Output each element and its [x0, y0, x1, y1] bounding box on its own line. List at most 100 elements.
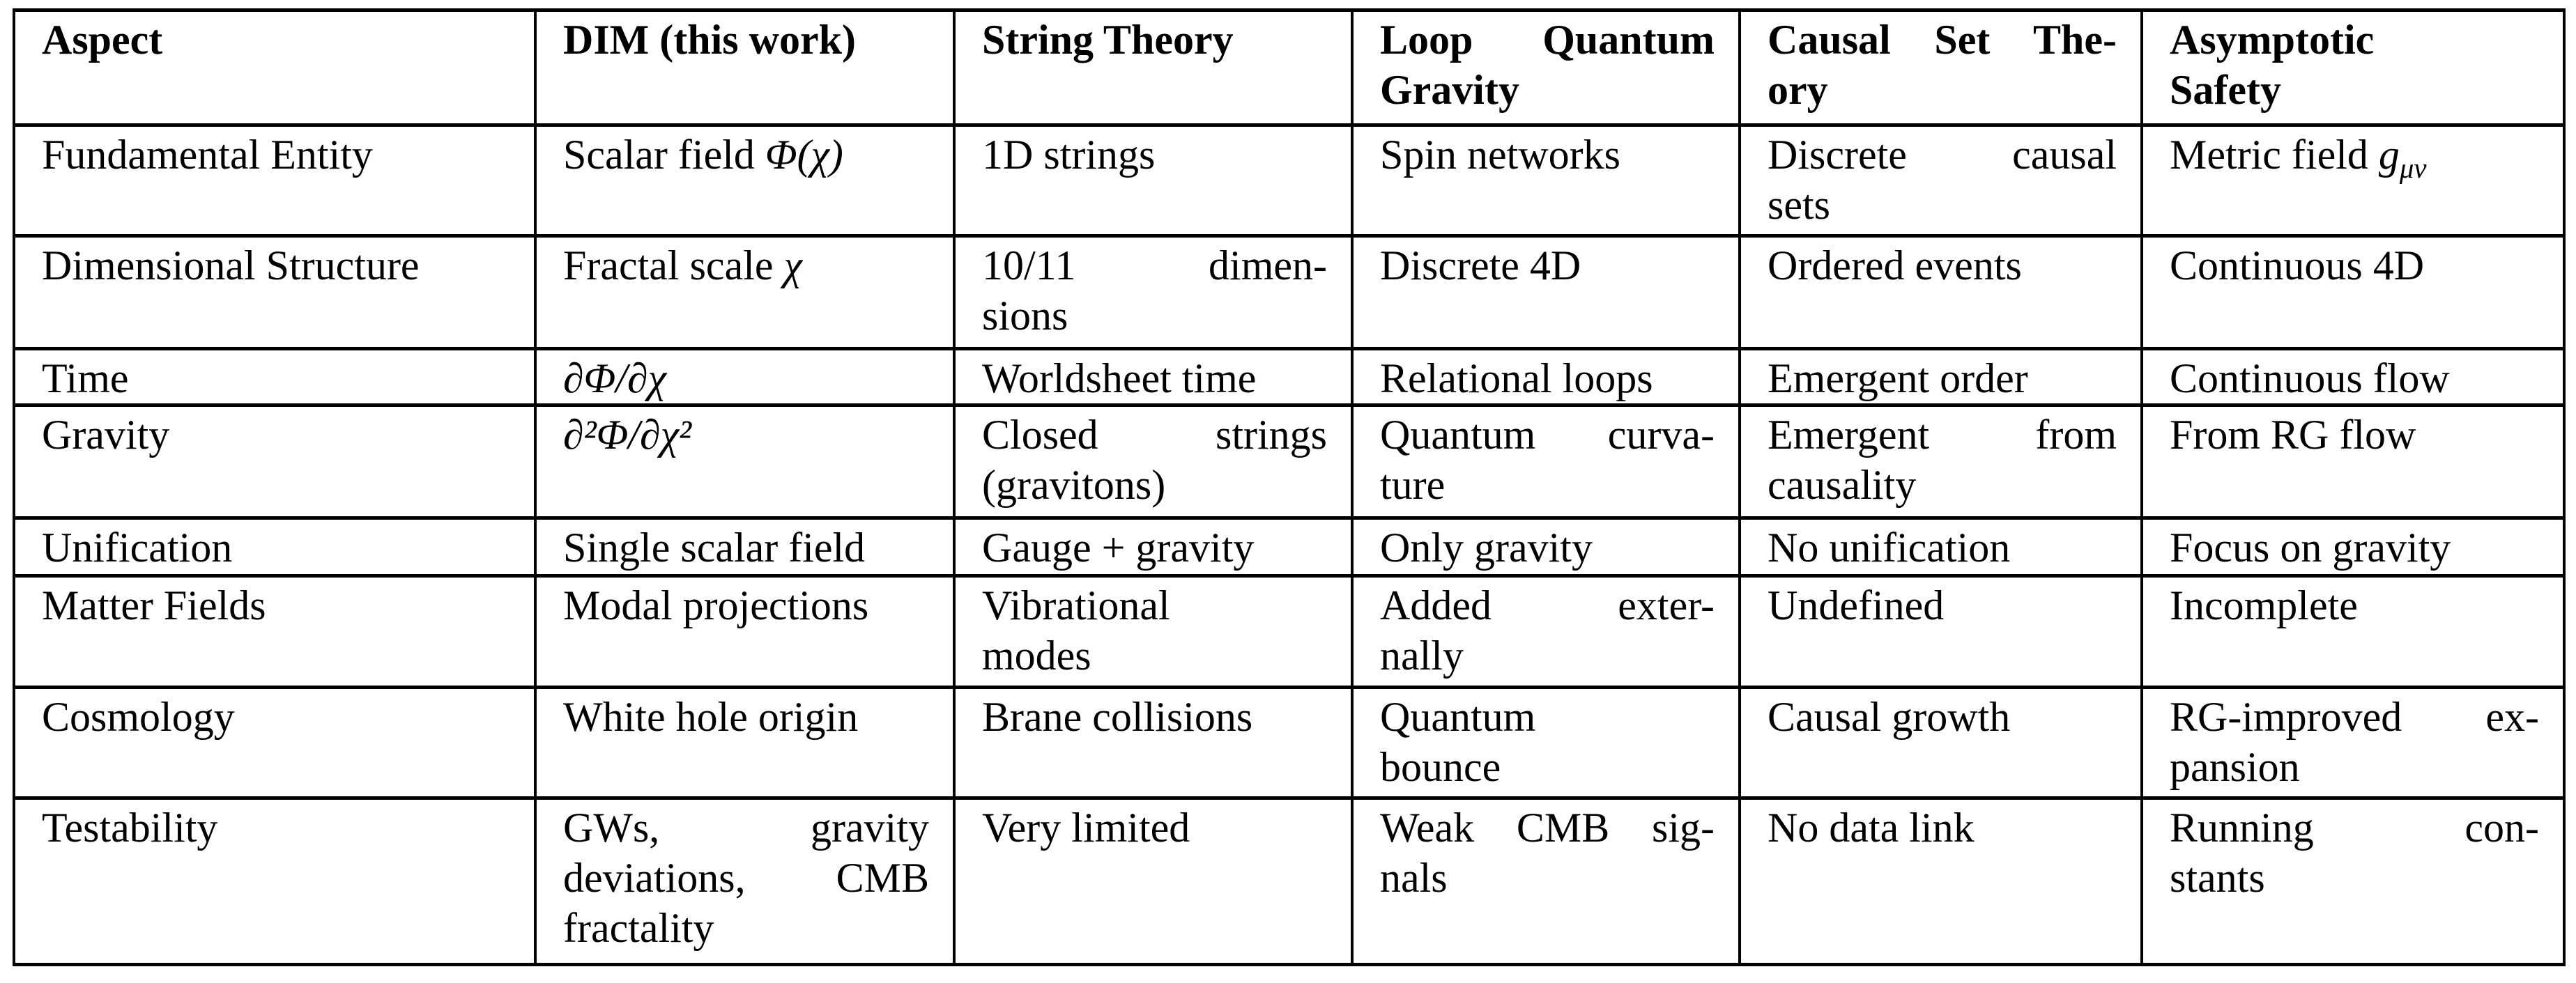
cell-line: Scalar field Φ(χ)	[563, 132, 843, 178]
table-cell: ∂Φ/∂χ	[534, 347, 956, 407]
cell-line: Causal growth	[1768, 694, 2011, 740]
cell-line: Very limited	[982, 805, 1190, 851]
table-cell: Brane collisions	[953, 686, 1354, 800]
table-cell: No data link	[1738, 796, 2143, 966]
column-header-dim: DIM (this work)	[534, 8, 956, 127]
row-header: Dimensional Structure	[13, 234, 537, 350]
cell-line: Loop Quantum	[1380, 17, 1715, 63]
table-cell: 10/11 dimen-sions	[953, 234, 1354, 350]
cell-line: Single scalar field	[563, 525, 866, 571]
row-header: Fundamental Entity	[13, 123, 537, 238]
cell-line: Weak CMB sig-	[1380, 805, 1715, 851]
table-cell: Fractal scale χ	[534, 234, 956, 350]
row-header: Testability	[13, 796, 537, 966]
row-header: Time	[13, 347, 537, 407]
column-header-string-theory: String Theory	[953, 8, 1354, 127]
cell-line: Modal projections	[563, 582, 869, 628]
row-header: Gravity	[13, 403, 537, 520]
cell-line: ory	[1768, 67, 1828, 113]
cell-line: Quantum	[1380, 694, 1536, 740]
cell-line: fractality	[563, 905, 714, 951]
table-cell: Undefined	[1738, 574, 2143, 689]
table-cell: Discrete 4D	[1351, 234, 1741, 350]
table-cell: Added exter-nally	[1351, 574, 1741, 689]
cell-line: Fundamental Entity	[42, 132, 373, 178]
table-cell: Relational loops	[1351, 347, 1741, 407]
table-cell: Very limited	[953, 796, 1354, 966]
row-header: Cosmology	[13, 686, 537, 800]
cell-line: Gravity	[1380, 67, 1519, 113]
table-cell: Causal growth	[1738, 686, 2143, 800]
cell-line: Closed strings	[982, 412, 1327, 458]
table-cell: White hole origin	[534, 686, 956, 800]
table-cell: Metric field gμν	[2140, 123, 2566, 238]
cell-line: GWs, gravity	[563, 805, 929, 851]
cell-line: Undefined	[1768, 582, 1945, 628]
cell-line: (gravitons)	[982, 462, 1166, 508]
cell-line: Fractal scale χ	[563, 242, 802, 288]
table-cell: Single scalar field	[534, 516, 956, 578]
row-header: Matter Fields	[13, 574, 537, 689]
cell-line: nals	[1380, 855, 1448, 901]
table-cell: No unification	[1738, 516, 2143, 578]
table-cell: Weak CMB sig-nals	[1351, 796, 1741, 966]
cell-line: No unification	[1768, 525, 2011, 571]
table-cell: Spin networks	[1351, 123, 1741, 238]
table-cell: Closed strings(gravitons)	[953, 403, 1354, 520]
cell-line: String Theory	[982, 17, 1234, 63]
cell-line: 10/11 dimen-	[982, 242, 1327, 288]
cell-line: Matter Fields	[42, 582, 266, 628]
cell-line: Gauge + gravity	[982, 525, 1255, 571]
table-cell: From RG flow	[2140, 403, 2566, 520]
cell-line: bounce	[1380, 744, 1501, 790]
cell-line: pansion	[2170, 744, 2300, 790]
cell-line: deviations, CMB	[563, 855, 929, 901]
cell-line: Testability	[42, 805, 218, 851]
table-cell: ∂²Φ/∂χ²	[534, 403, 956, 520]
cell-line: sions	[982, 293, 1068, 339]
cell-line: Spin networks	[1380, 132, 1620, 178]
table-cell: Ordered events	[1738, 234, 2143, 350]
cell-line: ∂²Φ/∂χ²	[563, 412, 692, 458]
cell-line: From RG flow	[2170, 412, 2416, 458]
cell-line: Continuous 4D	[2170, 242, 2425, 288]
cell-line: Running con-	[2170, 805, 2539, 851]
cell-line: Discrete 4D	[1380, 242, 1581, 288]
cell-line: Only gravity	[1380, 525, 1593, 571]
table-cell: Modal projections	[534, 574, 956, 689]
table-row-dimensional-structure: Dimensional Structure Fractal scale χ 10…	[13, 234, 2566, 350]
cell-line: ture	[1380, 462, 1446, 508]
cell-line: causality	[1768, 462, 1917, 508]
cell-line: White hole origin	[563, 694, 859, 740]
table-cell: Incomplete	[2140, 574, 2566, 689]
cell-line: ∂Φ/∂χ	[563, 355, 667, 401]
table-cell: Running con-stants	[2140, 796, 2566, 966]
cell-line: Emergent order	[1768, 355, 2028, 401]
cell-line: Causal Set The-	[1768, 17, 2117, 63]
column-header-causal-set-theory: Causal Set The-ory	[1738, 8, 2143, 127]
cell-line: Cosmology	[42, 694, 235, 740]
cell-line: Continuous flow	[2170, 355, 2450, 401]
table-row-unification: Unification Single scalar field Gauge + …	[13, 516, 2566, 578]
cell-line: Quantum curva-	[1380, 412, 1715, 458]
table-row-cosmology: Cosmology White hole origin Brane collis…	[13, 686, 2566, 800]
cell-line: Asymptotic	[2170, 17, 2375, 63]
table-cell: Focus on gravity	[2140, 516, 2566, 578]
table-row-gravity: Gravity ∂²Φ/∂χ² Closed strings(gravitons…	[13, 403, 2566, 520]
table-row-time: Time ∂Φ/∂χ Worldsheet time Relational lo…	[13, 347, 2566, 407]
table-cell: Continuous flow	[2140, 347, 2566, 407]
cell-line: Dimensional Structure	[42, 242, 420, 288]
table-cell: 1D strings	[953, 123, 1354, 238]
cell-line: Relational loops	[1380, 355, 1653, 401]
table-cell: Only gravity	[1351, 516, 1741, 578]
cell-line: No data link	[1768, 805, 1975, 851]
cell-line: Gravity	[42, 412, 170, 458]
table-cell: Scalar field Φ(χ)	[534, 123, 956, 238]
cell-line: Metric field gμν	[2170, 132, 2427, 184]
